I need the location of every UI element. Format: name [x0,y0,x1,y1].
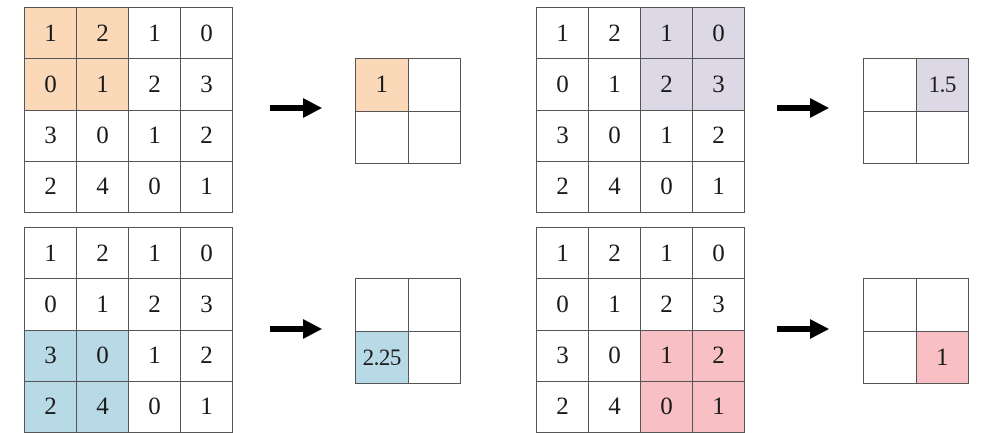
output-cell [864,279,917,332]
output-cell [408,331,461,384]
output-cell [864,331,917,384]
input-cell-highlighted: 1 [641,8,693,60]
input-cell-highlighted: 1 [77,59,129,111]
output-cell [916,111,969,164]
input-cell: 0 [589,110,641,162]
panel-bottom-left-output-grid: 2.25 [355,278,461,384]
input-cell: 1 [693,161,745,213]
input-cell-highlighted: 2 [693,330,745,382]
output-cell [408,59,461,112]
input-cell: 1 [537,228,589,280]
input-cell: 4 [589,381,641,433]
input-cell: 1 [641,228,693,280]
panel-bottom-left-arrow-icon [270,318,322,340]
input-cell-highlighted: 3 [693,59,745,111]
output-cell [408,279,461,332]
input-cell: 0 [537,279,589,331]
input-cell: 0 [181,228,233,280]
input-cell: 2 [129,279,181,331]
input-cell: 1 [641,110,693,162]
input-cell: 0 [25,279,77,331]
input-cell: 2 [589,8,641,60]
input-cell-highlighted: 2 [25,381,77,433]
output-cell [356,111,409,164]
input-cell: 2 [129,59,181,111]
input-cell: 3 [693,279,745,331]
output-cell [864,111,917,164]
input-cell: 2 [641,279,693,331]
input-cell: 0 [537,59,589,111]
input-cell: 2 [77,228,129,280]
panel-top-left-arrow-icon [270,97,322,119]
input-cell-highlighted: 0 [77,330,129,382]
input-cell-highlighted: 0 [25,59,77,111]
input-cell: 4 [589,161,641,213]
panel-top-left-output-grid: 1 [355,58,461,164]
input-cell: 3 [537,110,589,162]
input-cell: 3 [537,330,589,382]
input-cell-highlighted: 1 [693,381,745,433]
input-cell-highlighted: 4 [77,381,129,433]
input-cell-highlighted: 1 [641,330,693,382]
input-cell: 1 [129,8,181,60]
input-cell: 0 [129,381,181,433]
output-cell-highlighted: 1.5 [916,59,969,112]
input-cell: 2 [693,110,745,162]
panel-top-right-arrow-icon [777,97,829,119]
output-cell-highlighted: 2.25 [356,331,409,384]
input-cell: 2 [25,161,77,213]
output-cell [356,279,409,332]
input-cell: 2 [537,161,589,213]
input-cell: 3 [181,279,233,331]
input-cell-highlighted: 1 [25,8,77,60]
input-cell: 1 [181,161,233,213]
input-cell-highlighted: 0 [693,8,745,60]
input-cell: 1 [129,330,181,382]
input-cell: 2 [181,330,233,382]
input-cell-highlighted: 3 [25,330,77,382]
input-cell: 0 [693,228,745,280]
input-cell: 0 [641,161,693,213]
input-cell: 1 [589,279,641,331]
panel-top-right-output-grid: 1.5 [863,58,969,164]
input-cell: 2 [181,110,233,162]
input-cell: 0 [129,161,181,213]
panel-bottom-right-arrow-icon [777,318,829,340]
input-cell: 1 [25,228,77,280]
input-cell: 1 [129,228,181,280]
input-cell: 2 [537,381,589,433]
output-cell [408,111,461,164]
input-cell: 3 [25,110,77,162]
input-cell: 4 [77,161,129,213]
input-cell: 0 [181,8,233,60]
panel-bottom-right-output-grid: 1 [863,278,969,384]
output-cell [864,59,917,112]
input-cell: 0 [589,330,641,382]
input-cell: 1 [181,381,233,433]
output-cell-highlighted: 1 [356,59,409,112]
input-cell-highlighted: 0 [641,381,693,433]
input-cell: 1 [129,110,181,162]
input-cell: 1 [537,8,589,60]
input-cell: 0 [77,110,129,162]
input-cell: 1 [589,59,641,111]
output-cell [916,279,969,332]
input-cell: 1 [77,279,129,331]
input-cell-highlighted: 2 [77,8,129,60]
input-cell: 3 [181,59,233,111]
output-cell-highlighted: 1 [916,331,969,384]
input-cell-highlighted: 2 [641,59,693,111]
input-cell: 2 [589,228,641,280]
